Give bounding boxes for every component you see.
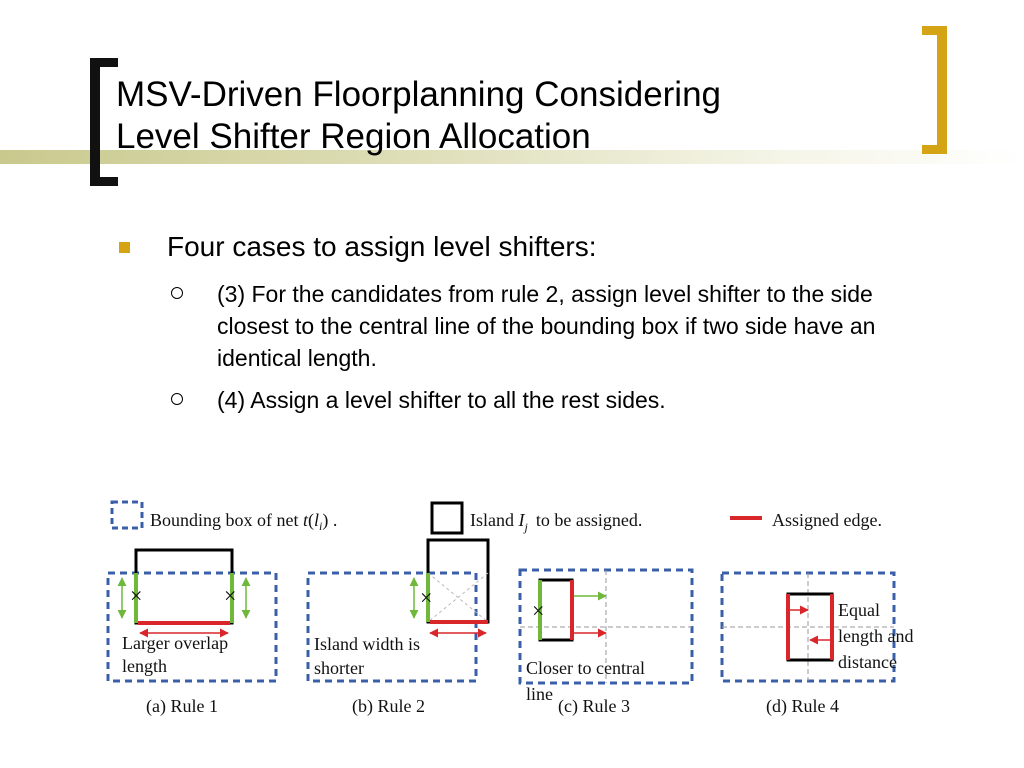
rule4-diagram: Equal length and distance (d) Rule 4	[720, 571, 913, 717]
rule1-x-mark-left: ×	[130, 583, 142, 608]
circle-bullet-icon	[171, 287, 183, 299]
rule4-caption: (d) Rule 4	[766, 696, 839, 717]
left-bracket-bottom	[90, 177, 118, 186]
rule4-note-3: distance	[838, 652, 897, 672]
rule1-bounding-box	[106, 571, 278, 683]
rule1-note-2: length	[122, 656, 167, 676]
legend-bbox-swatch	[110, 500, 144, 530]
left-bracket	[90, 58, 100, 186]
rule1-island	[134, 548, 234, 625]
slide-title: MSV-Driven Floorplanning Considering Lev…	[116, 74, 721, 158]
rule2-caption: (b) Rule 2	[352, 696, 425, 717]
rule2-x-mark: ×	[420, 585, 432, 610]
bullet-main-text: Four cases to assign level shifters:	[167, 231, 597, 262]
bullet-sub-2: (4) Assign a level shifter to all the re…	[115, 384, 935, 416]
rule1-note-1: Larger overlap	[122, 633, 228, 653]
rule2-note-2: shorter	[314, 658, 364, 678]
rule2-island	[426, 538, 490, 624]
rule2-note-1: Island width is	[314, 634, 420, 654]
rule3-note-2: line	[526, 684, 553, 704]
rule3-caption: (c) Rule 3	[558, 696, 630, 717]
rule4-note-2: length and	[838, 626, 913, 646]
rule2-cross-2	[427, 572, 489, 623]
bullet-sub-1: (3) For the candidates from rule 2, assi…	[115, 278, 935, 374]
rule3-x-mark: ×	[532, 598, 544, 623]
square-bullet-icon	[119, 242, 130, 253]
title-accent-bar	[0, 150, 1024, 164]
legend-island-swatch	[430, 501, 464, 535]
rule2-bounding-box	[306, 571, 478, 683]
rule2-diagram: × Island width is shorter (b) Rule 2	[306, 538, 490, 717]
legend-bbox-text: Bounding box of net t(li) .	[150, 510, 337, 533]
rule3-diagram: × Closer to central line (c) Rule 3	[518, 568, 694, 717]
rule1-x-mark-right: ×	[224, 583, 236, 608]
rule4-note-1: Equal	[838, 600, 880, 620]
rule3-island	[538, 578, 574, 642]
bullet-sub-1-text: (3) For the candidates from rule 2, assi…	[217, 281, 876, 371]
rule1-diagram: × × Larger overlap length (a) Rule 1	[106, 548, 278, 717]
legend-assigned-text: Assigned edge.	[772, 510, 882, 530]
right-bracket	[937, 26, 947, 154]
circle-bullet-icon	[171, 393, 183, 405]
bullet-list: Four cases to assign level shifters: (3)…	[115, 228, 935, 416]
slide-title-line2: Level Shifter Region Allocation	[116, 117, 591, 156]
right-bracket-bottom	[922, 145, 947, 154]
rule3-note-1: Closer to central	[526, 658, 645, 678]
bullet-sub-2-text: (4) Assign a level shifter to all the re…	[217, 387, 666, 413]
left-bracket-top	[90, 58, 118, 67]
bullet-main: Four cases to assign level shifters:	[115, 228, 935, 266]
right-bracket-top	[922, 26, 947, 35]
slide-title-line1: MSV-Driven Floorplanning Considering	[116, 75, 722, 114]
rule1-caption: (a) Rule 1	[146, 696, 218, 717]
